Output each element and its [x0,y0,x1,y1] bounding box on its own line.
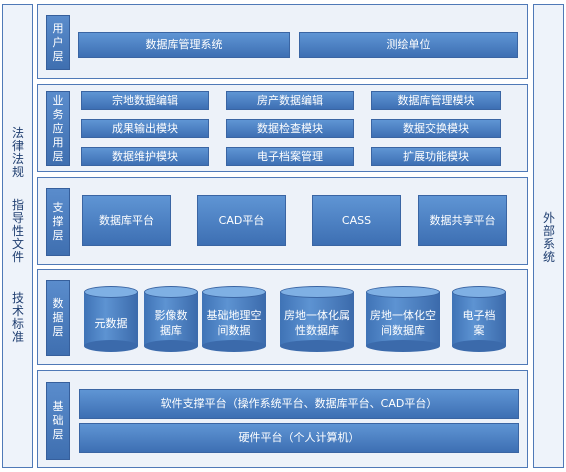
data-layer-label: 数据层 [46,280,70,356]
business-layer: 业务应用层 宗地数据编辑 房产数据编辑 数据库管理模块 成果输出模块 数据检查模… [37,84,528,172]
user-item: 测绘单位 [299,32,518,58]
business-item: 数据检查模块 [226,119,354,138]
support-item: 数据共享平台 [418,195,507,246]
software-platform-bar: 软件支撑平台（操作系统平台、数据库平台、CAD平台） [79,389,519,419]
database-cylinder: 房地一体化属性数据库 [280,286,354,352]
business-item: 扩展功能模块 [371,147,501,166]
hardware-platform-bar: 硬件平台（个人计算机） [79,423,519,453]
database-label: 电子档案 [462,309,496,337]
database-label: 房地一体化属性数据库 [284,309,350,337]
user-item: 数据库管理系统 [78,32,290,58]
left-sidebar: 法律法规 指导性文件 技术标准 [2,4,33,468]
user-layer: 用户层 数据库管理系统 测绘单位 [37,4,528,79]
business-item: 成果输出模块 [81,119,209,138]
sidebar-group-standards: 技术标准 [11,291,24,344]
database-cylinder: 房地一体化空间数据库 [366,286,440,352]
data-layer: 数据层 元数据 影像数据库 基础地理空间数据 房地一体化属性数据库 房地一体化空… [37,269,528,365]
support-layer: 支撑层 数据库平台 CAD平台 CASS 数据共享平台 [37,177,528,265]
database-label: 元数据 [94,316,128,330]
base-layer: 基础层 软件支撑平台（操作系统平台、数据库平台、CAD平台） 硬件平台（个人计算… [37,370,528,468]
business-item: 数据交换模块 [371,119,501,138]
support-layer-label: 支撑层 [46,188,70,256]
business-item: 房产数据编辑 [226,91,354,110]
sidebar-group-laws: 法律法规 [11,126,24,179]
database-label: 房地一体化空间数据库 [370,309,436,337]
support-item: CASS [312,195,401,246]
business-item: 宗地数据编辑 [81,91,209,110]
user-layer-label: 用户层 [46,15,70,70]
database-cylinder: 元数据 [84,286,138,352]
business-item: 数据库管理模块 [371,91,501,110]
support-item: 数据库平台 [82,195,171,246]
business-item: 数据维护模块 [81,147,209,166]
database-cylinder: 影像数据库 [144,286,198,352]
sidebar-group-guidance: 指导性文件 [11,198,24,264]
business-layer-label: 业务应用层 [46,91,70,166]
database-label: 影像数据库 [154,309,188,337]
database-label: 基础地理空间数据 [206,309,262,337]
database-cylinder: 基础地理空间数据 [202,286,266,352]
external-systems-label: 外部系统 [542,211,555,264]
database-cylinder: 电子档案 [452,286,506,352]
support-item: CAD平台 [197,195,286,246]
right-sidebar: 外部系统 [533,4,564,468]
base-layer-label: 基础层 [46,382,70,460]
business-item: 电子档案管理 [226,147,354,166]
